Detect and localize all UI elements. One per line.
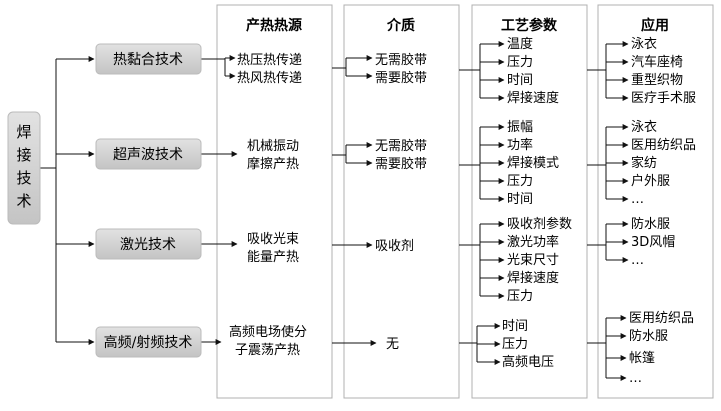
panel-apps (597, 4, 714, 399)
app-1-2: 家纺 (631, 155, 657, 171)
app-1-4: … (631, 192, 644, 207)
source-2-0: 吸收光束 (247, 232, 299, 247)
app-3-1: 防水服 (629, 328, 668, 344)
technique-box-ultrasonic (95, 138, 202, 170)
medium-2-0: 吸收剂 (375, 239, 414, 254)
technique-label-laser: 激光技术 (120, 236, 176, 253)
param-0-2: 时间 (507, 73, 533, 88)
header-apps: 应用 (641, 17, 669, 34)
app-2-1: 3D风帽 (631, 234, 675, 250)
param-2-0: 吸收剂参数 (507, 216, 572, 232)
app-2-0: 防水服 (631, 216, 670, 232)
connector-lines (40, 41, 629, 381)
source-2-1: 能量产热 (247, 250, 299, 265)
app-2-2: … (631, 253, 644, 268)
source-0-0: 热压热传递 (237, 53, 302, 68)
technique-box-thermal (95, 43, 202, 75)
header-medium: 介质 (386, 17, 415, 34)
param-0-0: 温度 (507, 36, 533, 52)
root-box (7, 111, 41, 225)
param-3-0: 时间 (502, 319, 528, 334)
param-3-1: 压力 (502, 337, 528, 352)
param-2-3: 焊接速度 (507, 270, 559, 286)
panel-params (471, 4, 588, 399)
technique-label-thermal: 热黏合技术 (113, 52, 183, 68)
technique-label-rf: 高频/射频技术 (104, 334, 193, 351)
app-0-0: 泳衣 (631, 36, 657, 52)
param-1-0: 振幅 (507, 120, 533, 135)
app-1-1: 医用纺织品 (631, 138, 696, 153)
app-1-0: 泳衣 (631, 119, 657, 135)
root-label-char-1: 焊 (16, 123, 31, 141)
app-3-2: 帐篷 (629, 351, 655, 366)
app-1-3: 户外服 (631, 173, 670, 189)
medium-3-0: 无 (386, 337, 399, 352)
technique-box-rf (95, 326, 202, 358)
param-0-3: 焊接速度 (507, 90, 559, 106)
source-3-0: 高频电场使分 (229, 324, 307, 340)
param-1-2: 焊接模式 (507, 155, 559, 171)
param-2-4: 压力 (507, 289, 533, 304)
medium-1-1: 需要胶带 (375, 156, 427, 172)
source-3-1: 子震荡产热 (235, 343, 300, 358)
header-source: 产热热源 (246, 17, 302, 34)
technique-box-laser (95, 228, 202, 260)
source-0-1: 热风热传递 (237, 71, 302, 86)
app-3-3: … (629, 371, 642, 386)
param-2-1: 激光功率 (507, 234, 559, 250)
panel-medium (343, 4, 460, 399)
panel-source (216, 4, 333, 399)
app-0-3: 医疗手术服 (631, 91, 696, 106)
param-3-2: 高频电压 (502, 354, 554, 370)
app-0-2: 重型织物 (631, 72, 683, 88)
param-1-4: 时间 (507, 192, 533, 207)
root-label-char-2: 接 (16, 146, 31, 164)
param-2-2: 光束尺寸 (507, 253, 559, 268)
medium-0-1: 需要胶带 (375, 70, 427, 86)
medium-0-0: 无需胶带 (375, 52, 427, 68)
header-params: 工艺参数 (501, 17, 558, 34)
root-label-char-4: 术 (16, 192, 31, 210)
medium-1-0: 无需胶带 (375, 138, 427, 154)
root-label-char-3: 技 (16, 169, 31, 187)
app-0-1: 汽车座椅 (631, 54, 683, 70)
param-0-1: 压力 (507, 55, 533, 70)
param-1-1: 功率 (507, 137, 533, 153)
app-3-0: 医用纺织品 (629, 311, 694, 326)
technique-label-ultrasonic: 超声波技术 (113, 147, 183, 163)
source-1-1: 摩擦产热 (247, 156, 299, 172)
source-1-0: 机械振动 (247, 139, 299, 154)
param-1-3: 压力 (507, 174, 533, 189)
